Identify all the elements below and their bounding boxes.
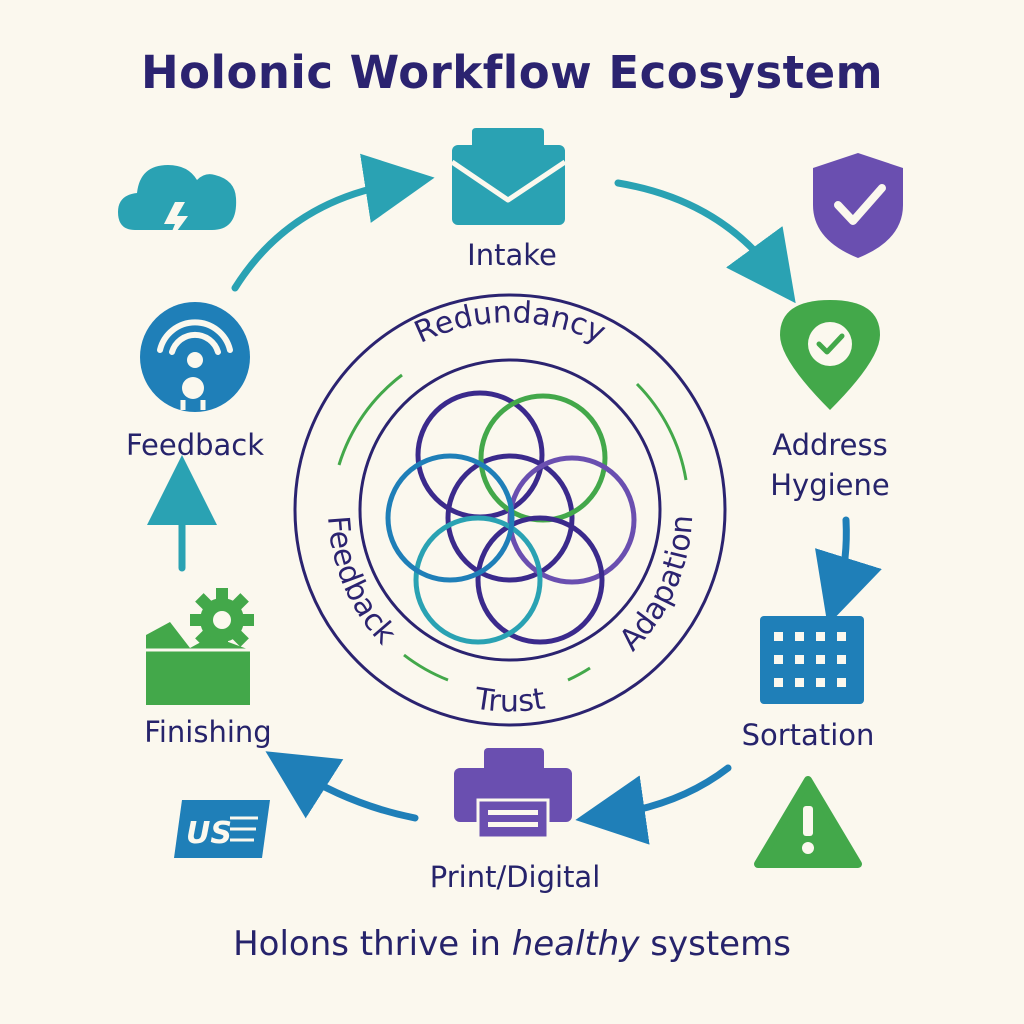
stage-label-hygiene: Hygiene	[770, 468, 890, 502]
arrow-intake-to-address	[614, 179, 796, 304]
stage-label-intake: Intake	[467, 238, 557, 272]
stage-label-finishing: Finishing	[144, 715, 272, 749]
printer-icon	[454, 748, 572, 840]
envelope-icon	[450, 128, 567, 225]
tagline: Holons thrive in healthy systems	[0, 924, 1024, 964]
cloud-lightning-icon	[118, 165, 237, 246]
stage-label-print-digital: Print/Digital	[429, 860, 601, 894]
ring-label-redundancy: Redundancy	[409, 295, 610, 351]
usps-badge-icon: US	[174, 800, 270, 858]
arrow-print-to-finishing	[265, 751, 419, 822]
stage-label-address-hygiene: Address Hygiene	[740, 425, 920, 505]
box-gear-icon	[146, 588, 254, 705]
ring-label-trust: Trust	[472, 681, 548, 719]
arrow-address-to-sortation	[815, 516, 882, 626]
svg-text:Trust: Trust	[472, 681, 548, 719]
stage-label-address: Address	[772, 428, 888, 462]
arrow-feedback-to-intake	[231, 153, 435, 292]
arrow-sortation-to-print	[575, 764, 732, 845]
tagline-emphasis: healthy	[511, 924, 640, 964]
svg-text:Redundancy: Redundancy	[409, 295, 610, 351]
stage-label-sortation: Sortation	[741, 718, 875, 752]
usps-badge-text: US	[186, 816, 232, 851]
page-title: Holonic Workflow Ecosystem	[140, 46, 884, 99]
shield-check-icon	[813, 153, 903, 258]
center-ring	[293, 293, 727, 727]
flower-of-life	[385, 390, 637, 645]
tagline-before: Holons thrive in	[233, 924, 512, 964]
grid-keypad-icon	[760, 616, 864, 704]
stage-label-feedback: Feedback	[125, 428, 265, 462]
map-pin-check-icon	[780, 300, 880, 410]
tagline-after: systems	[639, 924, 791, 964]
warning-triangle-icon	[754, 776, 862, 868]
broadcast-icon	[140, 302, 250, 412]
